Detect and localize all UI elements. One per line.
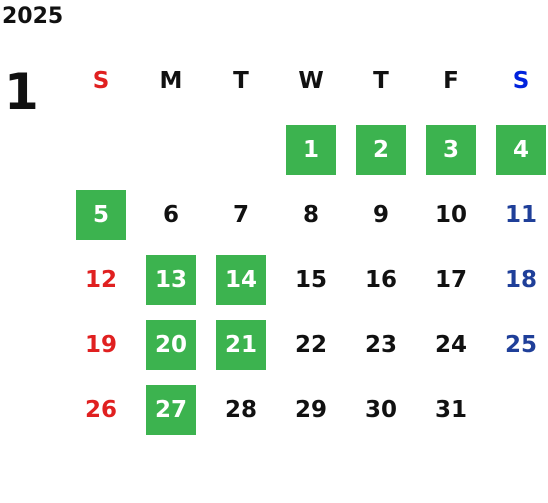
- weekday-header: M: [159, 68, 183, 94]
- calendar-day[interactable]: 10: [434, 202, 467, 228]
- calendar-day[interactable]: 25: [504, 332, 537, 358]
- weekday-header: S: [92, 68, 110, 94]
- calendar-day[interactable]: 26: [84, 397, 117, 423]
- calendar-day[interactable]: 16: [364, 267, 397, 293]
- calendar-day[interactable]: 31: [434, 397, 467, 423]
- calendar-day-highlighted[interactable]: 3: [426, 125, 476, 175]
- weekday-header: T: [373, 68, 389, 94]
- calendar-day[interactable]: 8: [302, 202, 319, 228]
- calendar-day[interactable]: 9: [372, 202, 389, 228]
- calendar-day-highlighted[interactable]: 4: [496, 125, 546, 175]
- calendar-day[interactable]: 17: [434, 267, 467, 293]
- month-number: 1: [4, 63, 39, 121]
- calendar-day[interactable]: 11: [504, 202, 537, 228]
- calendar-day-highlighted[interactable]: 20: [146, 320, 196, 370]
- weekday-header: T: [233, 68, 249, 94]
- calendar-day-highlighted[interactable]: 14: [216, 255, 266, 305]
- calendar-day[interactable]: 19: [84, 332, 117, 358]
- calendar-day[interactable]: 23: [364, 332, 397, 358]
- calendar-day[interactable]: 15: [294, 267, 327, 293]
- calendar-day[interactable]: 22: [294, 332, 327, 358]
- weekday-header: W: [298, 68, 324, 94]
- weekday-header: F: [443, 68, 459, 94]
- calendar-day-highlighted[interactable]: 21: [216, 320, 266, 370]
- calendar-day[interactable]: 28: [224, 397, 257, 423]
- calendar-day-highlighted[interactable]: 13: [146, 255, 196, 305]
- calendar-day[interactable]: 30: [364, 397, 397, 423]
- calendar-day[interactable]: 18: [504, 267, 537, 293]
- calendar-day-highlighted[interactable]: 27: [146, 385, 196, 435]
- calendar-day[interactable]: 29: [294, 397, 327, 423]
- year-label: 2025: [2, 4, 64, 29]
- weekday-header: S: [512, 68, 530, 94]
- calendar-day[interactable]: 12: [84, 267, 117, 293]
- calendar-day[interactable]: 6: [162, 202, 179, 228]
- calendar-day[interactable]: 7: [232, 202, 249, 228]
- calendar-day[interactable]: 24: [434, 332, 467, 358]
- calendar-day-highlighted[interactable]: 5: [76, 190, 126, 240]
- calendar-day-highlighted[interactable]: 2: [356, 125, 406, 175]
- calendar-day-highlighted[interactable]: 1: [286, 125, 336, 175]
